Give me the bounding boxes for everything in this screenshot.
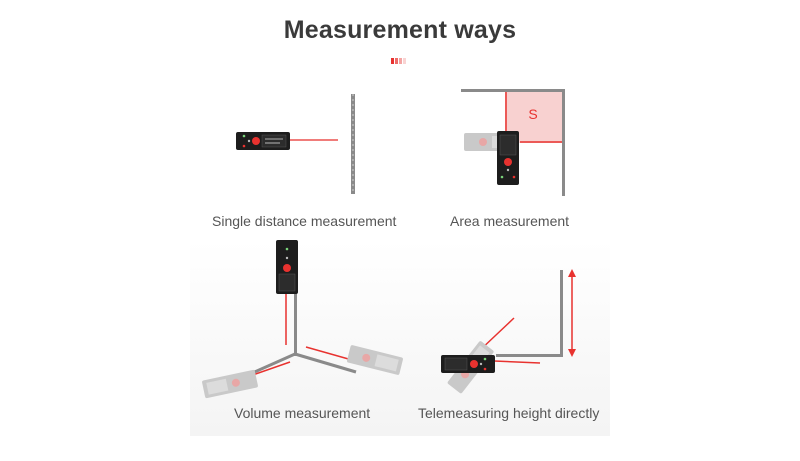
caption-telemeasuring-height: Telemeasuring height directly (418, 405, 600, 421)
height-double-arrow (568, 269, 576, 357)
volume-laser-right (305, 346, 353, 361)
volume-laser-left (249, 361, 291, 377)
area-symbol: S (528, 106, 537, 122)
single-wall (351, 94, 355, 194)
area-rangefinder-device (497, 131, 519, 185)
lower-panel-background (190, 240, 610, 436)
caption-single-distance: Single distance measurement (212, 213, 397, 229)
height-laser-horizontal (493, 360, 541, 364)
height-rangefinder-device (441, 355, 495, 373)
caption-volume: Volume measurement (234, 405, 371, 421)
height-walls (496, 270, 563, 357)
caption-area: Area measurement (450, 213, 570, 229)
volume-faded-device-left (202, 369, 258, 399)
page-title: Measurement ways (283, 16, 517, 44)
single-rangefinder-device (236, 132, 290, 150)
area-walls (461, 89, 565, 196)
volume-rangefinder-device (276, 240, 298, 294)
volume-faded-device-right (347, 345, 403, 375)
title-divider (391, 58, 409, 64)
